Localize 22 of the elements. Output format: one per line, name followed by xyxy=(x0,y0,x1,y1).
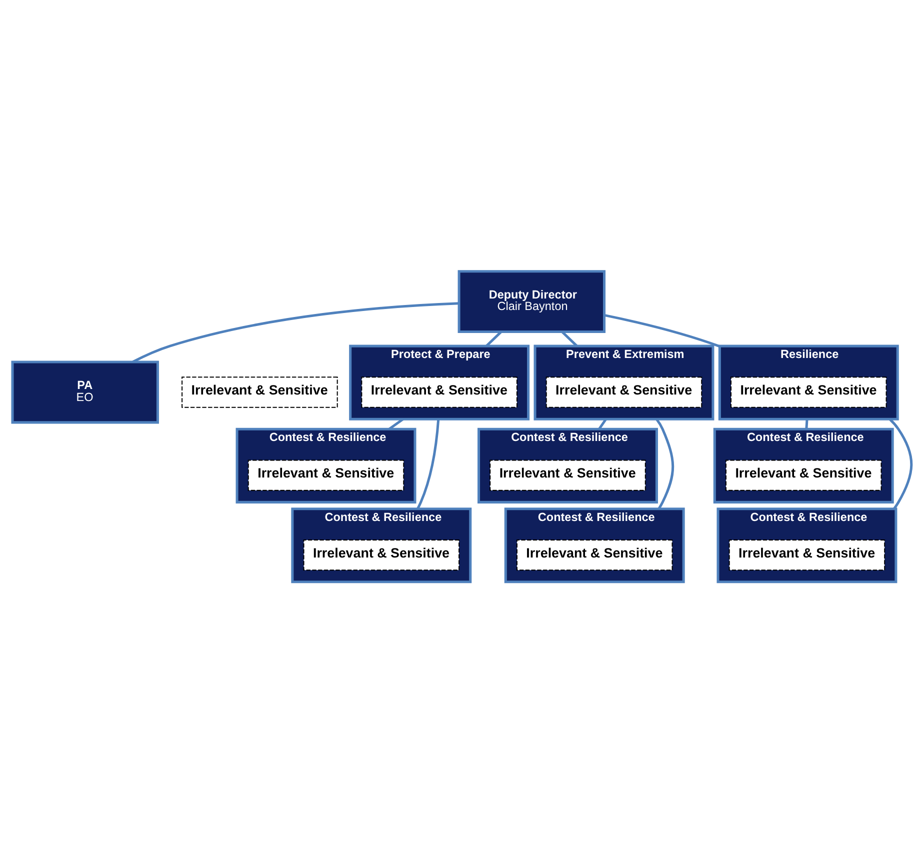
connector xyxy=(656,418,674,510)
node-box: Irrelevant & Sensitive xyxy=(730,376,887,408)
connector xyxy=(132,302,459,364)
connector xyxy=(598,418,608,430)
node-box: Irrelevant & Sensitive xyxy=(303,539,460,571)
node-box: Irrelevant & Sensitive xyxy=(248,460,404,491)
connector xyxy=(604,314,720,348)
node-box: PA EO xyxy=(11,360,159,424)
connector xyxy=(416,419,440,510)
connector xyxy=(485,330,502,347)
node-box: Irrelevant & Sensitive xyxy=(182,376,338,408)
connector xyxy=(561,330,578,347)
connector xyxy=(888,418,913,510)
node-box: Irrelevant & Sensitive xyxy=(546,376,702,408)
node-box: Irrelevant & Sensitive xyxy=(361,376,518,408)
node-box: Irrelevant & Sensitive xyxy=(725,460,882,491)
connector xyxy=(388,418,404,430)
connector xyxy=(805,419,808,430)
node-box: Irrelevant & Sensitive xyxy=(516,539,673,571)
node-box: Irrelevant & Sensitive xyxy=(490,460,646,491)
node-box: Irrelevant & Sensitive xyxy=(728,539,886,571)
node-box: Deputy Director Clair Baynton xyxy=(458,270,606,334)
